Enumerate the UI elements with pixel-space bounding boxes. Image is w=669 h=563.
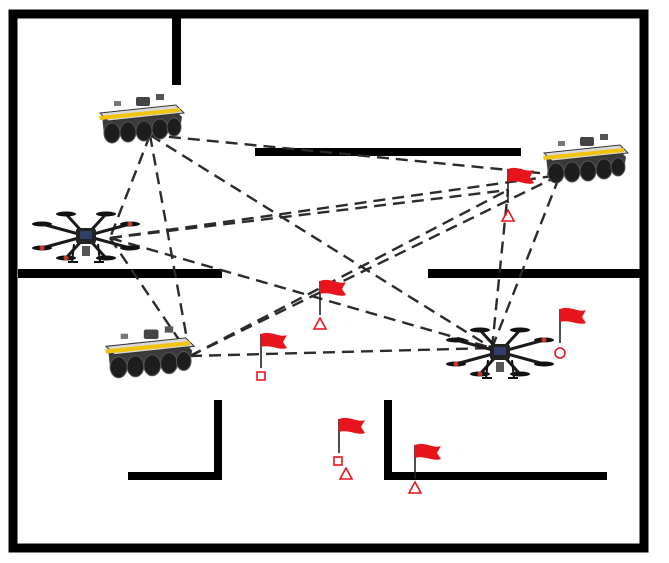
square-marker (333, 456, 343, 466)
link-drone-w-rover-sw (109, 237, 191, 357)
wall-room-right-vertical (384, 400, 392, 480)
link-drone-se-rover-ne (490, 174, 562, 349)
rover-icon (104, 325, 195, 379)
flag-south-b (407, 443, 442, 494)
link-drone-se-flag-ne (490, 189, 510, 349)
drone-icon (30, 210, 142, 264)
link-drone-w-rover-ne (109, 173, 561, 240)
square-marker (256, 371, 266, 381)
flag-east (554, 307, 587, 359)
flag-mid (256, 332, 288, 381)
triangle-marker (407, 480, 423, 494)
goal-flags (256, 167, 587, 494)
circle-marker (554, 347, 566, 359)
wall-room-right-horizontal (384, 472, 607, 480)
wall-divider-east (428, 269, 640, 278)
outer-wall (8, 9, 649, 553)
link-rover-sw-flag-ne (189, 188, 509, 358)
communication-links (108, 133, 562, 358)
rover-icon (98, 93, 185, 144)
link-drone-w-drone-se (109, 236, 493, 350)
wall-room-left-horizontal (128, 472, 222, 480)
wall-north-stub (172, 18, 181, 85)
wall-divider-west (18, 269, 222, 278)
link-rover-nw-rover-sw (148, 134, 192, 357)
rover-icon (542, 133, 629, 184)
interior-walls (18, 18, 640, 480)
link-drone-w-flag-ne (109, 188, 509, 240)
wall-upper-center (255, 148, 521, 156)
wall-room-left-vertical (214, 400, 222, 480)
triangle-marker (312, 316, 328, 330)
flag-center (312, 279, 347, 330)
flag-south-a (333, 417, 366, 480)
flag-ne (500, 167, 535, 222)
triangle-marker (500, 208, 516, 222)
drone-icon (444, 326, 556, 380)
link-rover-nw-drone-se (149, 133, 493, 350)
link-rover-nw-rover-ne (149, 133, 561, 177)
link-rover-sw-rover-ne (189, 173, 561, 358)
triangle-marker (338, 466, 354, 480)
link-rover-sw-drone-se (189, 346, 493, 358)
